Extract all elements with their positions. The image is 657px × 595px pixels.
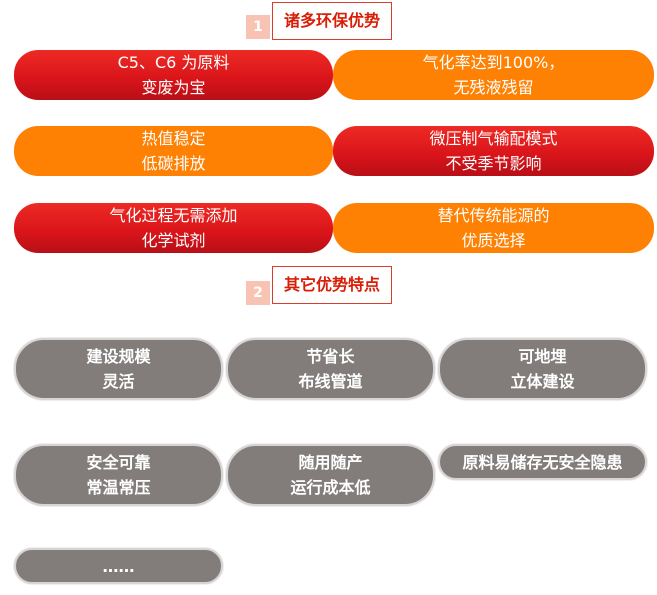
section-header-1: 1 诸多环保优势 xyxy=(246,2,406,40)
section-title-1: 诸多环保优势 xyxy=(272,2,393,40)
pill-line-2: 无残液残留 xyxy=(453,78,534,97)
pill-line-2: 灵活 xyxy=(102,372,135,391)
advantage-pill-no-chemicals: 气化过程无需添加 化学试剂 xyxy=(14,203,333,253)
pill-line-1: 替代传统能源的 xyxy=(437,206,550,225)
pill-line-1: 节省长 xyxy=(306,347,355,366)
advantage-pill-gasification-rate: 气化率达到100%， 无残液残留 xyxy=(333,50,654,100)
pill-line-1: …… xyxy=(102,556,135,576)
pill-line-1: 微压制气输配模式 xyxy=(429,129,558,148)
pill-line-2: 常温常压 xyxy=(86,478,151,497)
section-header-2: 2 其它优势特点 xyxy=(246,266,406,305)
pill-line-2: 不受季节影响 xyxy=(445,154,542,173)
pill-line-2: 化学试剂 xyxy=(141,231,206,250)
advantage-pill-micro-pressure: 微压制气输配模式 不受季节影响 xyxy=(333,126,654,176)
feature-pill-more: …… xyxy=(14,548,223,584)
pill-line-2: 优质选择 xyxy=(461,231,526,250)
pill-line-1: 气化率达到100%， xyxy=(422,53,565,72)
feature-pill-safe-reliable: 安全可靠 常温常压 xyxy=(14,444,223,506)
feature-pill-on-demand: 随用随产 运行成本低 xyxy=(226,444,435,506)
section-title-2: 其它优势特点 xyxy=(272,266,393,304)
advantage-pill-energy-replacement: 替代传统能源的 优质选择 xyxy=(333,203,654,253)
pill-line-1: C5、C6 为原料 xyxy=(117,53,230,72)
pill-line-1: 安全可靠 xyxy=(86,453,151,472)
pill-line-1: 气化过程无需添加 xyxy=(109,206,238,225)
pill-line-2: 低碳排放 xyxy=(141,154,206,173)
pill-line-2: 运行成本低 xyxy=(290,478,371,497)
feature-pill-underground: 可地埋 立体建设 xyxy=(438,338,647,400)
feature-pill-flexible-scale: 建设规模 灵活 xyxy=(14,338,223,400)
section-number-2: 2 xyxy=(246,281,270,305)
section-number-1: 1 xyxy=(246,15,270,39)
advantage-pill-raw-material: C5、C6 为原料 变废为宝 xyxy=(14,50,333,100)
advantage-pill-heat-value: 热值稳定 低碳排放 xyxy=(14,126,333,176)
pill-line-1: 随用随产 xyxy=(298,453,363,472)
pill-line-2: 变废为宝 xyxy=(141,78,206,97)
pill-line-1: 原料易储存无安全隐患 xyxy=(462,452,623,472)
pill-line-1: 可地埋 xyxy=(518,347,567,366)
pill-line-2: 布线管道 xyxy=(298,372,363,391)
pill-line-2: 立体建设 xyxy=(510,372,575,391)
pill-line-1: 热值稳定 xyxy=(141,129,206,148)
feature-pill-save-pipeline: 节省长 布线管道 xyxy=(226,338,435,400)
feature-pill-easy-storage: 原料易储存无安全隐患 xyxy=(438,444,647,480)
pill-line-1: 建设规模 xyxy=(86,347,151,366)
